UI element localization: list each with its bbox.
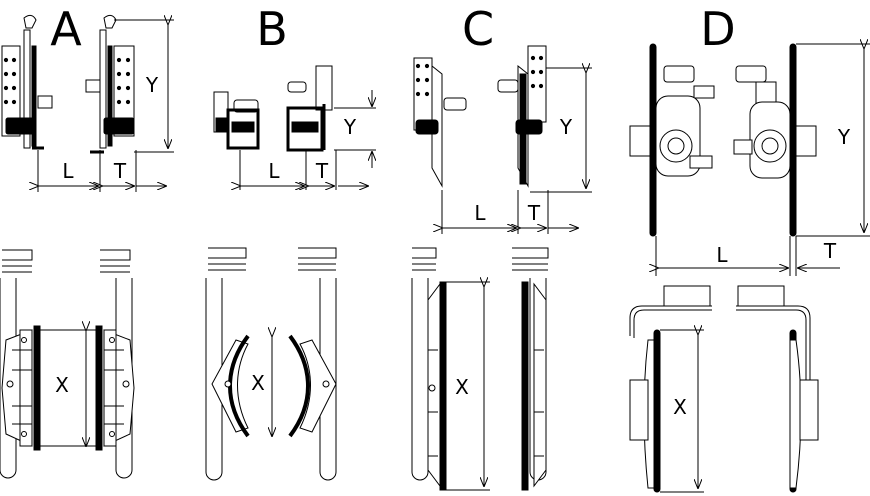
variant-d-dim-y: Y: [837, 125, 851, 149]
variant-b-side-view: Y L T: [213, 65, 376, 190]
variant-b-dim-x: X: [251, 371, 265, 395]
variant-b-label: B: [256, 2, 288, 56]
variant-d-dim-t: T: [823, 239, 837, 263]
variant-c-label: C: [462, 2, 494, 56]
variant-b-dim-t: T: [315, 159, 329, 183]
variant-d-side-view: Y L T: [629, 44, 870, 276]
variant-d-front-view: X: [629, 285, 819, 493]
variant-a-label: A: [50, 2, 82, 56]
variant-c-side-view: Y L T: [413, 45, 592, 234]
variant-d-dim-l: L: [716, 243, 728, 267]
variant-a-dim-x: X: [55, 373, 69, 397]
variant-d-dim-x: X: [673, 395, 687, 419]
variant-b-dim-l: L: [268, 159, 280, 183]
variant-c: C Y: [411, 2, 592, 491]
variant-c-dim-t: T: [527, 201, 541, 225]
variant-a-dim-l: L: [62, 159, 74, 183]
variant-a-front-view: X: [0, 249, 135, 479]
variant-c-front-view: X: [411, 247, 549, 491]
variant-a-side-view: Y L T: [1, 14, 174, 192]
variant-d-label: D: [700, 2, 735, 56]
variant-b: B Y L T: [205, 2, 376, 481]
variant-c-dim-y: Y: [559, 115, 573, 139]
variant-b-front-view: X: [205, 247, 337, 481]
variant-a-dim-y: Y: [145, 73, 159, 97]
variant-a-dim-t: T: [113, 159, 127, 183]
variant-a: A: [0, 2, 174, 479]
variant-c-dim-x: X: [455, 375, 469, 399]
variant-b-dim-y: Y: [343, 115, 357, 139]
variant-c-dim-l: L: [474, 201, 486, 225]
variant-d: D Y: [629, 2, 870, 493]
